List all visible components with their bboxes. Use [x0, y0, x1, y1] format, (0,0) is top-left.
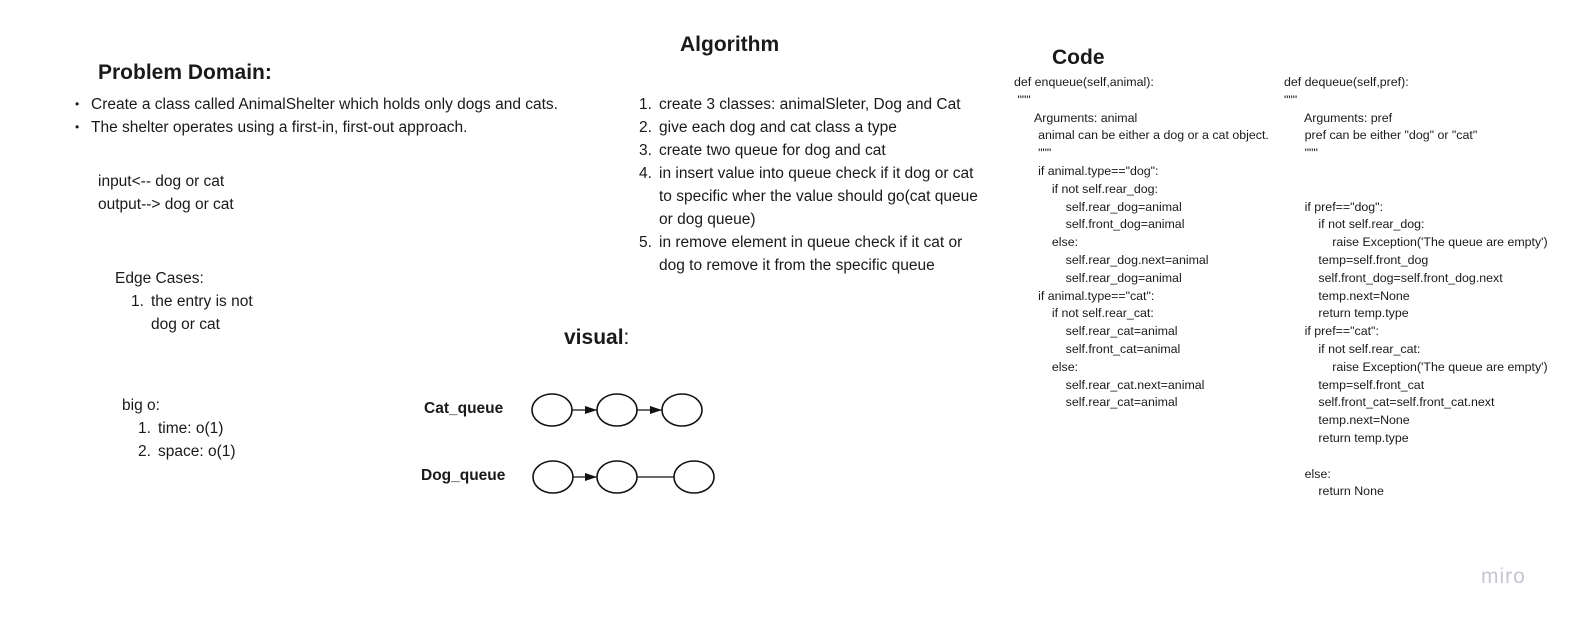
cat-node	[661, 393, 703, 427]
enqueue-code: def enqueue(self,animal): """ Arguments:…	[1014, 75, 1269, 410]
big-o-item: 1. time: o(1)	[138, 417, 236, 440]
algorithm-step-text: in insert value into queue check if it d…	[659, 165, 978, 228]
algorithm-step-number: 5.	[639, 234, 652, 251]
visual-title-colon: :	[623, 326, 630, 349]
algorithm-step: 1. create 3 classes: animalSleter, Dog an…	[639, 93, 979, 116]
algorithm-step-text: create two queue for dog and cat	[659, 142, 886, 159]
algorithm-step-text: in remove element in queue check if it c…	[659, 234, 963, 274]
cat-node	[596, 393, 638, 427]
code-title: Code	[1052, 46, 1105, 69]
problem-domain-list: Create a class called AnimalShelter whic…	[75, 93, 558, 139]
algorithm-step-number: 2.	[639, 119, 652, 136]
big-o-text: space: o(1)	[158, 443, 236, 460]
edge-cases-list: 1. the entry is not dog or cat	[131, 290, 271, 336]
algorithm-step-text: give each dog and cat class a type	[659, 119, 897, 136]
algorithm-step-number: 3.	[639, 142, 652, 159]
big-o-item: 2. space: o(1)	[138, 440, 236, 463]
cat-node	[531, 393, 573, 427]
output-text: output--> dog or cat	[98, 196, 234, 213]
input-text: input<-- dog or cat	[98, 173, 225, 190]
algorithm-steps: 1. create 3 classes: animalSleter, Dog an…	[639, 93, 979, 277]
big-o-text: time: o(1)	[158, 420, 224, 437]
algorithm-step: 4. in insert value into queue check if it…	[639, 162, 979, 231]
big-o-list: 1. time: o(1) 2. space: o(1)	[138, 417, 236, 463]
algorithm-step-text: create 3 classes: animalSleter, Dog and …	[659, 96, 961, 113]
algorithm-step-number: 1.	[639, 96, 652, 113]
algorithm-title: Algorithm	[680, 33, 780, 56]
queue-diagram	[531, 393, 715, 494]
problem-domain-bullet: Create a class called AnimalShelter whic…	[75, 93, 558, 116]
dog-node	[596, 460, 638, 494]
dequeue-code: def dequeue(self,pref): """ Arguments: p…	[1284, 75, 1548, 499]
algorithm-step-number: 4.	[639, 165, 652, 182]
algorithm-step: 2. give each dog and cat class a type	[639, 116, 979, 139]
edge-case-text: the entry is not dog or cat	[151, 293, 253, 333]
big-o-number: 2.	[138, 443, 151, 460]
algorithm-step: 5. in remove element in queue check if it…	[639, 231, 979, 277]
big-o-title: big o:	[122, 397, 160, 414]
cat-queue-label: Cat_queue	[424, 400, 504, 417]
dog-queue-label: Dog_queue	[421, 467, 506, 484]
io-block: input<-- dog or cat output--> dog or cat	[98, 170, 234, 216]
edge-cases: Edge Cases: 1. the entry is not dog or c…	[115, 267, 271, 336]
visual-title-text: visual	[564, 326, 624, 349]
big-o: big o: 1. time: o(1) 2. space: o(1)	[122, 394, 236, 463]
visual-title: visual:	[564, 326, 629, 350]
big-o-number: 1.	[138, 420, 151, 437]
miro-logo: miro	[1481, 565, 1526, 588]
algorithm-step: 3. create two queue for dog and cat	[639, 139, 979, 162]
dog-node	[673, 460, 715, 494]
dog-node	[532, 460, 574, 494]
problem-domain-bullet: The shelter operates using a first-in, f…	[75, 116, 558, 139]
edge-case-item: 1. the entry is not dog or cat	[131, 290, 271, 336]
edge-case-number: 1.	[131, 293, 144, 310]
edge-cases-title: Edge Cases:	[115, 270, 204, 287]
problem-domain-title: Problem Domain:	[98, 61, 272, 84]
